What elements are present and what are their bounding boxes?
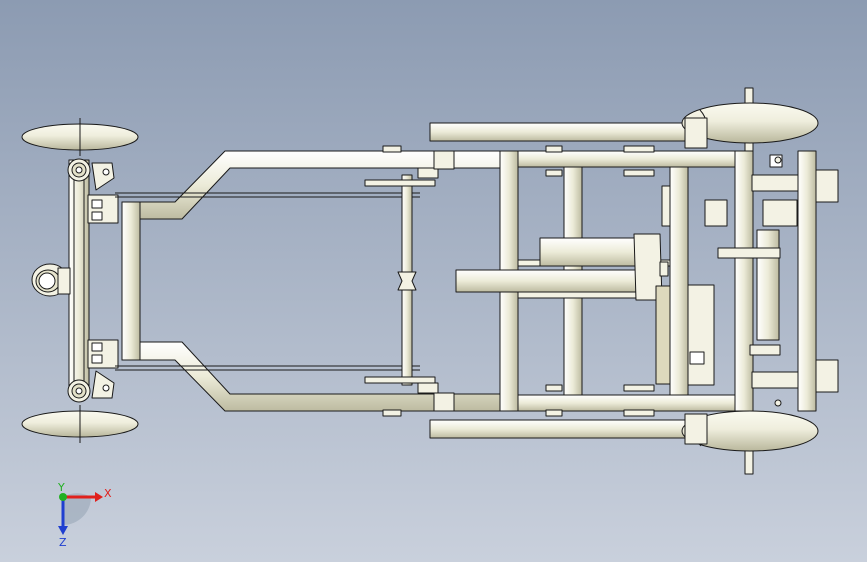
rear-wheel-top [681, 87, 819, 155]
side-board-top [429, 122, 701, 142]
battery-box [655, 185, 715, 386]
front-kingpin-top [67, 158, 115, 191]
triad-y-label: Y [57, 481, 65, 494]
triad-z-label: Z [59, 536, 67, 549]
front-wheel-bottom [21, 405, 139, 443]
tie-rods [115, 192, 420, 371]
front-kingpin-bottom [67, 370, 115, 403]
triad-sphere-shade [63, 493, 91, 525]
front-brackets [87, 194, 119, 369]
triad-x-label: X [104, 487, 112, 500]
front-axle-beam [68, 159, 90, 391]
side-board-bottom [429, 419, 701, 439]
rear-axle-assembly [704, 150, 839, 412]
coordinate-triad: X Y Z [57, 481, 112, 549]
front-wheel-top [21, 118, 139, 156]
center-cross-shaft [364, 167, 439, 394]
rear-cage-frame [499, 145, 754, 417]
steering-column [31, 263, 71, 297]
rail-clamps [382, 145, 455, 417]
triad-y-origin [59, 493, 67, 501]
frame-front-crossmember [121, 201, 141, 361]
drive-motor [455, 233, 669, 301]
